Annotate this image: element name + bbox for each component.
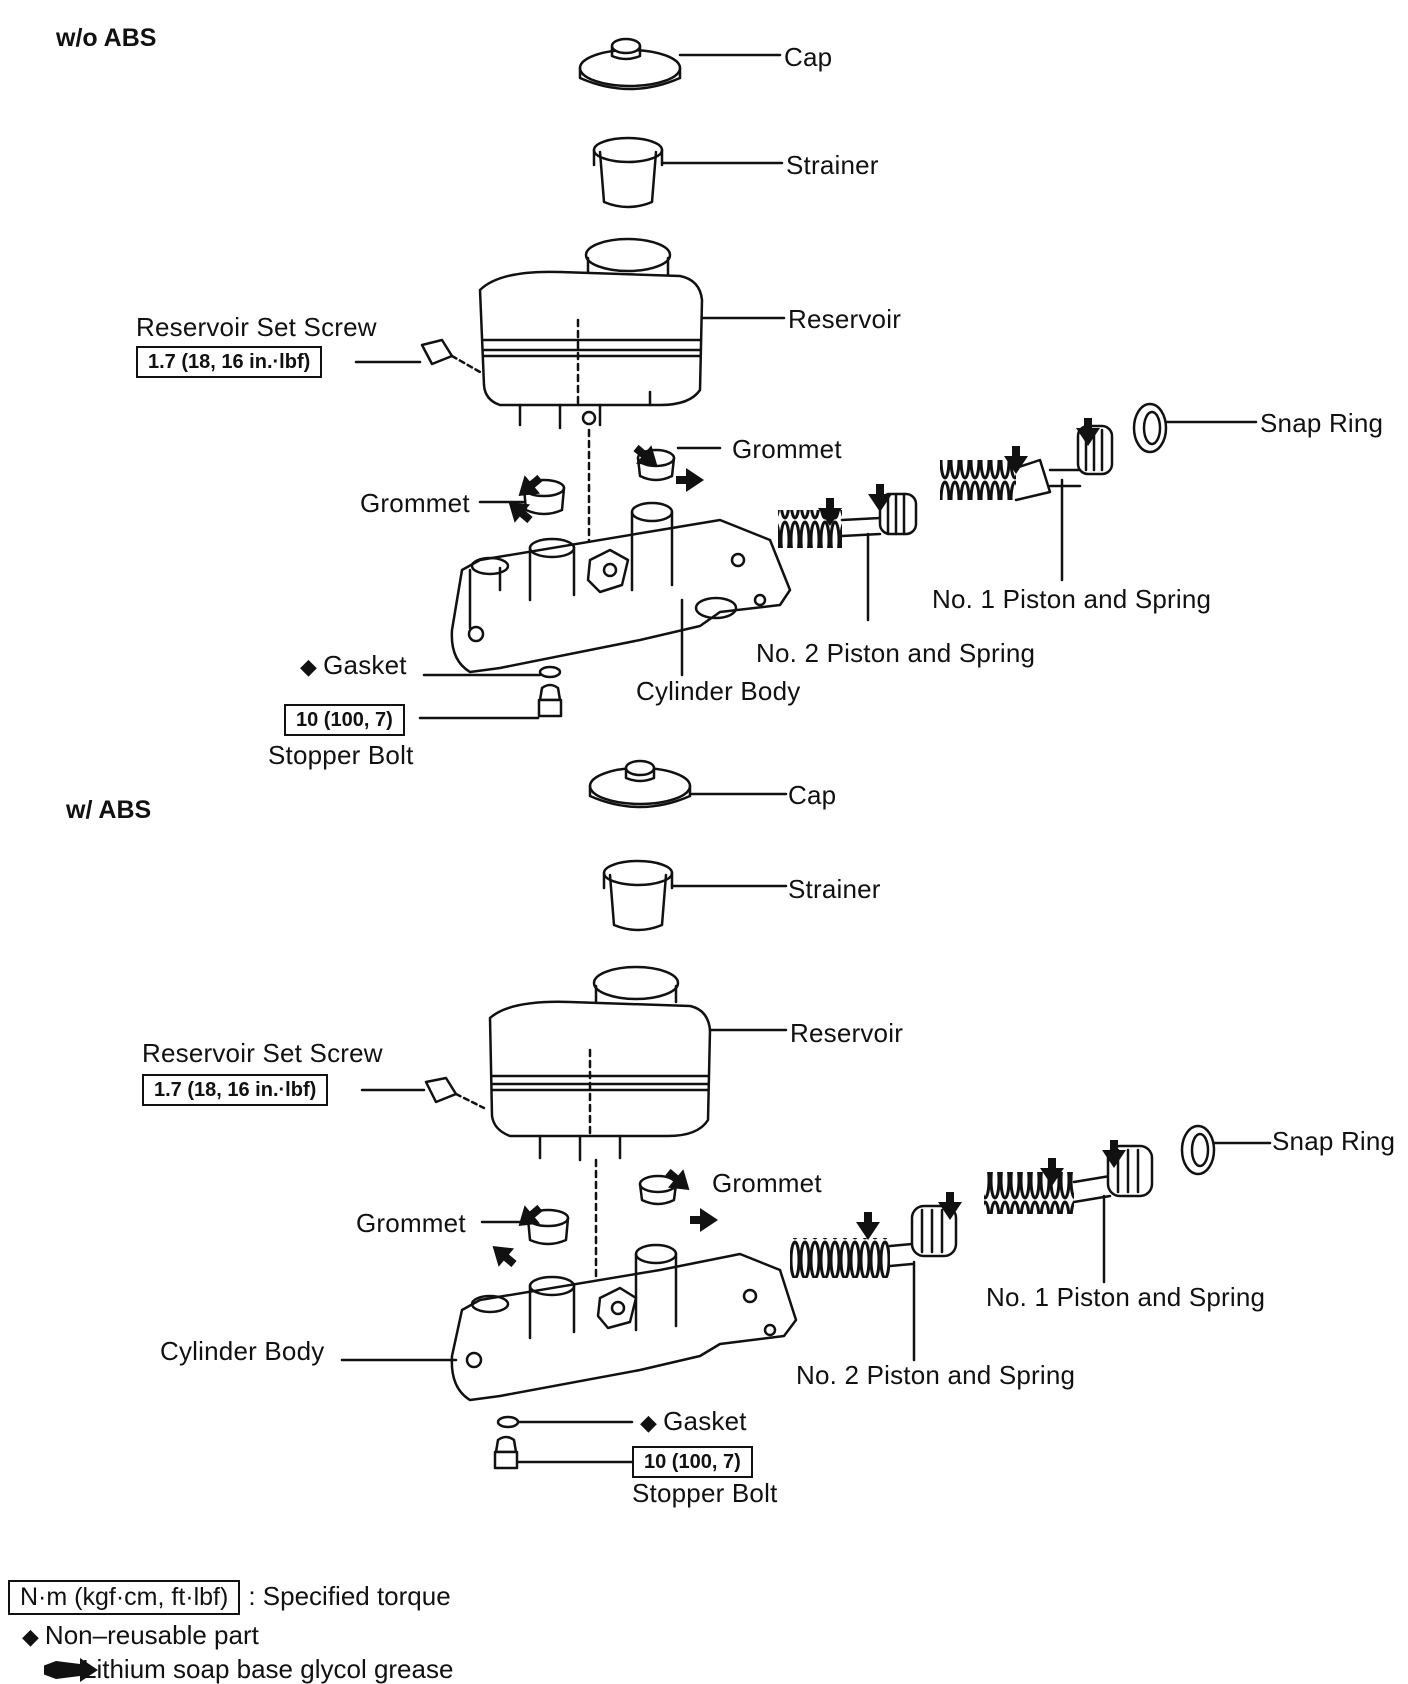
bottom-no1-piston-part [984, 1144, 1154, 1214]
bottom-set-screw-part [424, 1076, 486, 1110]
bottom-snap-ring-part [1180, 1124, 1216, 1176]
bottom-grommet-left-label: Grommet [356, 1208, 466, 1238]
bottom-reservoir-label: Reservoir [790, 1018, 904, 1048]
bottom-gasket-label: ◆Gasket [640, 1408, 747, 1434]
bottom-gasket-text: Gasket [663, 1406, 747, 1436]
top-no2-piston-label: No. 2 Piston and Spring [756, 638, 1036, 668]
top-strainer-part [592, 136, 664, 209]
bottom-no1-piston-label: No. 1 Piston and Spring [986, 1282, 1266, 1312]
top-snap-ring-part [1132, 402, 1168, 454]
top-cylinder-body-label: Cylinder Body [636, 676, 801, 706]
top-snap-ring-label: Snap Ring [1260, 408, 1384, 438]
top-reservoir-label: Reservoir [788, 304, 902, 334]
top-gasket-label: ◆Gasket [300, 652, 407, 678]
top-gasket-text: Gasket [323, 650, 407, 680]
bottom-no2-piston-label: No. 2 Piston and Spring [796, 1360, 1076, 1390]
top-reservoir-set-screw-label: Reservoir Set Screw [136, 312, 377, 342]
bottom-gasket-part [496, 1415, 520, 1429]
bottom-cap-part [588, 759, 692, 809]
bottom-strainer-label: Strainer [788, 874, 881, 904]
bottom-stopper-bolt-torque: 10 (100, 7) [632, 1446, 753, 1478]
bottom-strainer-part [602, 859, 674, 932]
bottom-grommet-right-label: Grommet [712, 1168, 822, 1198]
top-stopper-bolt-torque: 10 (100, 7) [284, 704, 405, 736]
bottom-stopper-bolt-part [493, 1435, 519, 1470]
top-strainer-label: Strainer [786, 150, 879, 180]
top-stopper-bolt-label: Stopper Bolt [268, 740, 414, 770]
bottom-snap-ring-label: Snap Ring [1272, 1126, 1396, 1156]
bottom-reservoir-set-screw-label: Reservoir Set Screw [142, 1038, 383, 1068]
nonreusable-icon: ◆ [22, 1624, 39, 1649]
top-stopper-bolt-part [537, 683, 563, 718]
top-set-screw-part [420, 338, 482, 374]
legend-grease-text: Lithium soap base glycol grease [82, 1654, 454, 1684]
bottom-no2-piston-part [790, 1204, 958, 1278]
top-reservoir-part [478, 237, 704, 430]
grease-arrow-icon [44, 1658, 98, 1682]
nonreusable-icon: ◆ [640, 1410, 658, 1435]
top-section-heading: w/o ABS [56, 24, 157, 52]
bottom-cylinder-body-part [450, 1243, 798, 1402]
top-no2-piston-part [778, 492, 918, 548]
bottom-reservoir-part [488, 965, 712, 1162]
top-cap-part [578, 37, 682, 91]
nonreusable-icon: ◆ [300, 654, 318, 679]
legend-nonreusable: ◆Non–reusable part [22, 1622, 259, 1648]
top-grommet-left-label: Grommet [360, 488, 470, 518]
top-cylinder-body-part [450, 501, 792, 674]
legend-nonreusable-text: Non–reusable part [44, 1620, 259, 1650]
legend-torque-box: N·m (kgf·cm, ft·lbf) [8, 1580, 241, 1615]
bottom-cap-label: Cap [788, 780, 837, 810]
bottom-cylinder-body-label: Cylinder Body [160, 1336, 325, 1366]
bottom-stopper-bolt-label: Stopper Bolt [632, 1478, 778, 1508]
top-gasket-part [538, 665, 562, 679]
bottom-section-heading: w/ ABS [66, 796, 152, 824]
bottom-grommet-right-part [638, 1174, 678, 1206]
legend-grease: Lithium soap base glycol grease [82, 1656, 453, 1682]
bottom-reservoir-set-screw-torque: 1.7 (18, 16 in.·lbf) [142, 1074, 329, 1106]
top-no1-piston-label: No. 1 Piston and Spring [932, 584, 1212, 614]
top-cap-label: Cap [784, 42, 833, 72]
top-reservoir-set-screw-torque: 1.7 (18, 16 in.·lbf) [136, 346, 323, 378]
top-grommet-right-label: Grommet [732, 434, 842, 464]
legend-torque-text: : Specified torque [248, 1581, 451, 1611]
legend-torque: N·m (kgf·cm, ft·lbf): Specified torque [8, 1580, 451, 1615]
